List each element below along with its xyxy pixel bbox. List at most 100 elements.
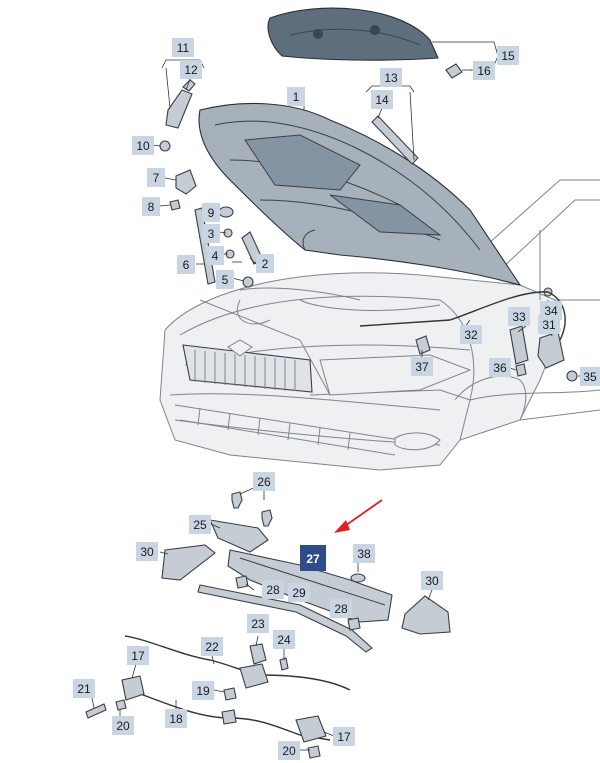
callout-12: 12 — [180, 60, 202, 79]
svg-text:27: 27 — [306, 552, 320, 566]
callout-7: 7 — [147, 168, 165, 187]
callout-28a: 28 — [262, 580, 284, 599]
lower-parts — [85, 491, 451, 759]
callout-6: 6 — [177, 255, 195, 274]
lever-17-bottom — [295, 715, 327, 743]
callout-23: 23 — [247, 614, 269, 633]
callout-9: 9 — [202, 203, 220, 222]
callout-15: 15 — [497, 46, 519, 65]
callout-2: 2 — [256, 254, 274, 273]
callouts: 1 2 3 4 5 6 7 8 9 10 11 12 13 14 15 16 1… — [73, 38, 600, 760]
screw-26b — [261, 509, 273, 527]
handle-23 — [249, 643, 267, 665]
svg-text:33: 33 — [512, 310, 526, 324]
svg-text:25: 25 — [193, 518, 207, 532]
hood-insulation-pad — [267, 7, 439, 61]
callout-20b: 20 — [278, 741, 300, 760]
svg-text:20: 20 — [282, 744, 296, 758]
svg-text:9: 9 — [208, 206, 215, 220]
svg-text:3: 3 — [208, 227, 215, 241]
grille-slats — [194, 350, 296, 391]
seal-strip-14 — [371, 115, 419, 165]
clip-20-bottom — [307, 745, 321, 759]
svg-text:21: 21 — [77, 682, 91, 696]
svg-text:38: 38 — [357, 547, 371, 561]
seal-29 — [197, 584, 373, 653]
buffer-37 — [415, 335, 431, 355]
callout-19: 19 — [192, 681, 214, 700]
red-pointer-arrow — [334, 499, 383, 533]
clamp-18 — [221, 709, 237, 725]
svg-text:4: 4 — [212, 249, 219, 263]
callout-35: 35 — [580, 367, 600, 386]
svg-text:30: 30 — [425, 574, 439, 588]
pad-9 — [218, 206, 234, 218]
callout-1: 1 — [287, 87, 305, 106]
engine-hood — [198, 102, 522, 286]
callout-8: 8 — [142, 197, 160, 216]
svg-text:8: 8 — [148, 200, 155, 214]
svg-text:31: 31 — [542, 318, 556, 332]
car-body — [159, 179, 600, 471]
buffer-10 — [159, 140, 171, 152]
clip-28b — [347, 617, 361, 631]
svg-text:24: 24 — [277, 633, 291, 647]
svg-text:19: 19 — [196, 684, 210, 698]
clip-28a — [235, 575, 249, 589]
lock-31 — [537, 331, 565, 369]
bracket-25 — [209, 519, 269, 553]
hinge-7 — [175, 169, 197, 195]
bracket-33 — [509, 325, 529, 365]
callout-24: 24 — [273, 630, 295, 649]
svg-text:17: 17 — [131, 649, 145, 663]
cable-22 — [124, 635, 351, 691]
svg-text:29: 29 — [292, 586, 306, 600]
callout-13: 13 — [380, 68, 402, 87]
svg-text:37: 37 — [415, 360, 429, 374]
callout-36: 36 — [489, 358, 511, 377]
callout-30b: 30 — [421, 571, 443, 590]
callout-22: 22 — [201, 637, 223, 656]
callout-14: 14 — [371, 90, 393, 109]
callout-30a: 30 — [136, 542, 158, 561]
callout-20a: 20 — [112, 716, 134, 735]
svg-text:20: 20 — [116, 719, 130, 733]
screw-36 — [515, 363, 527, 377]
svg-text:10: 10 — [136, 139, 150, 153]
seal-30-left — [161, 544, 216, 581]
release-lever — [239, 663, 269, 689]
bolt-21 — [85, 703, 107, 719]
bolt-8 — [169, 199, 181, 211]
clip-16 — [445, 63, 463, 79]
callout-25: 25 — [189, 515, 211, 534]
callout-27-highlighted: 27 — [300, 545, 326, 571]
clip-20-top — [115, 699, 127, 711]
callout-18: 18 — [165, 709, 187, 728]
callout-37: 37 — [411, 357, 433, 376]
svg-text:1: 1 — [293, 90, 300, 104]
svg-text:26: 26 — [257, 475, 271, 489]
brand-badge — [227, 339, 253, 357]
svg-text:32: 32 — [464, 328, 478, 342]
callout-33: 33 — [508, 307, 530, 326]
callout-34: 34 — [540, 301, 562, 320]
callout-26: 26 — [253, 472, 275, 491]
callout-21: 21 — [73, 679, 95, 698]
svg-text:14: 14 — [375, 93, 389, 107]
clip-19 — [223, 687, 237, 701]
svg-text:34: 34 — [544, 304, 558, 318]
callout-29: 29 — [288, 583, 310, 602]
svg-text:6: 6 — [183, 258, 190, 272]
svg-text:15: 15 — [501, 49, 515, 63]
svg-text:17: 17 — [337, 730, 351, 744]
svg-text:7: 7 — [153, 171, 160, 185]
svg-text:28: 28 — [266, 583, 280, 597]
bolt-5 — [242, 276, 254, 288]
svg-text:13: 13 — [384, 71, 398, 85]
callout-16: 16 — [473, 61, 495, 80]
callout-4: 4 — [206, 246, 224, 265]
svg-text:22: 22 — [205, 640, 219, 654]
callout-38: 38 — [353, 544, 375, 563]
svg-text:11: 11 — [177, 41, 190, 55]
